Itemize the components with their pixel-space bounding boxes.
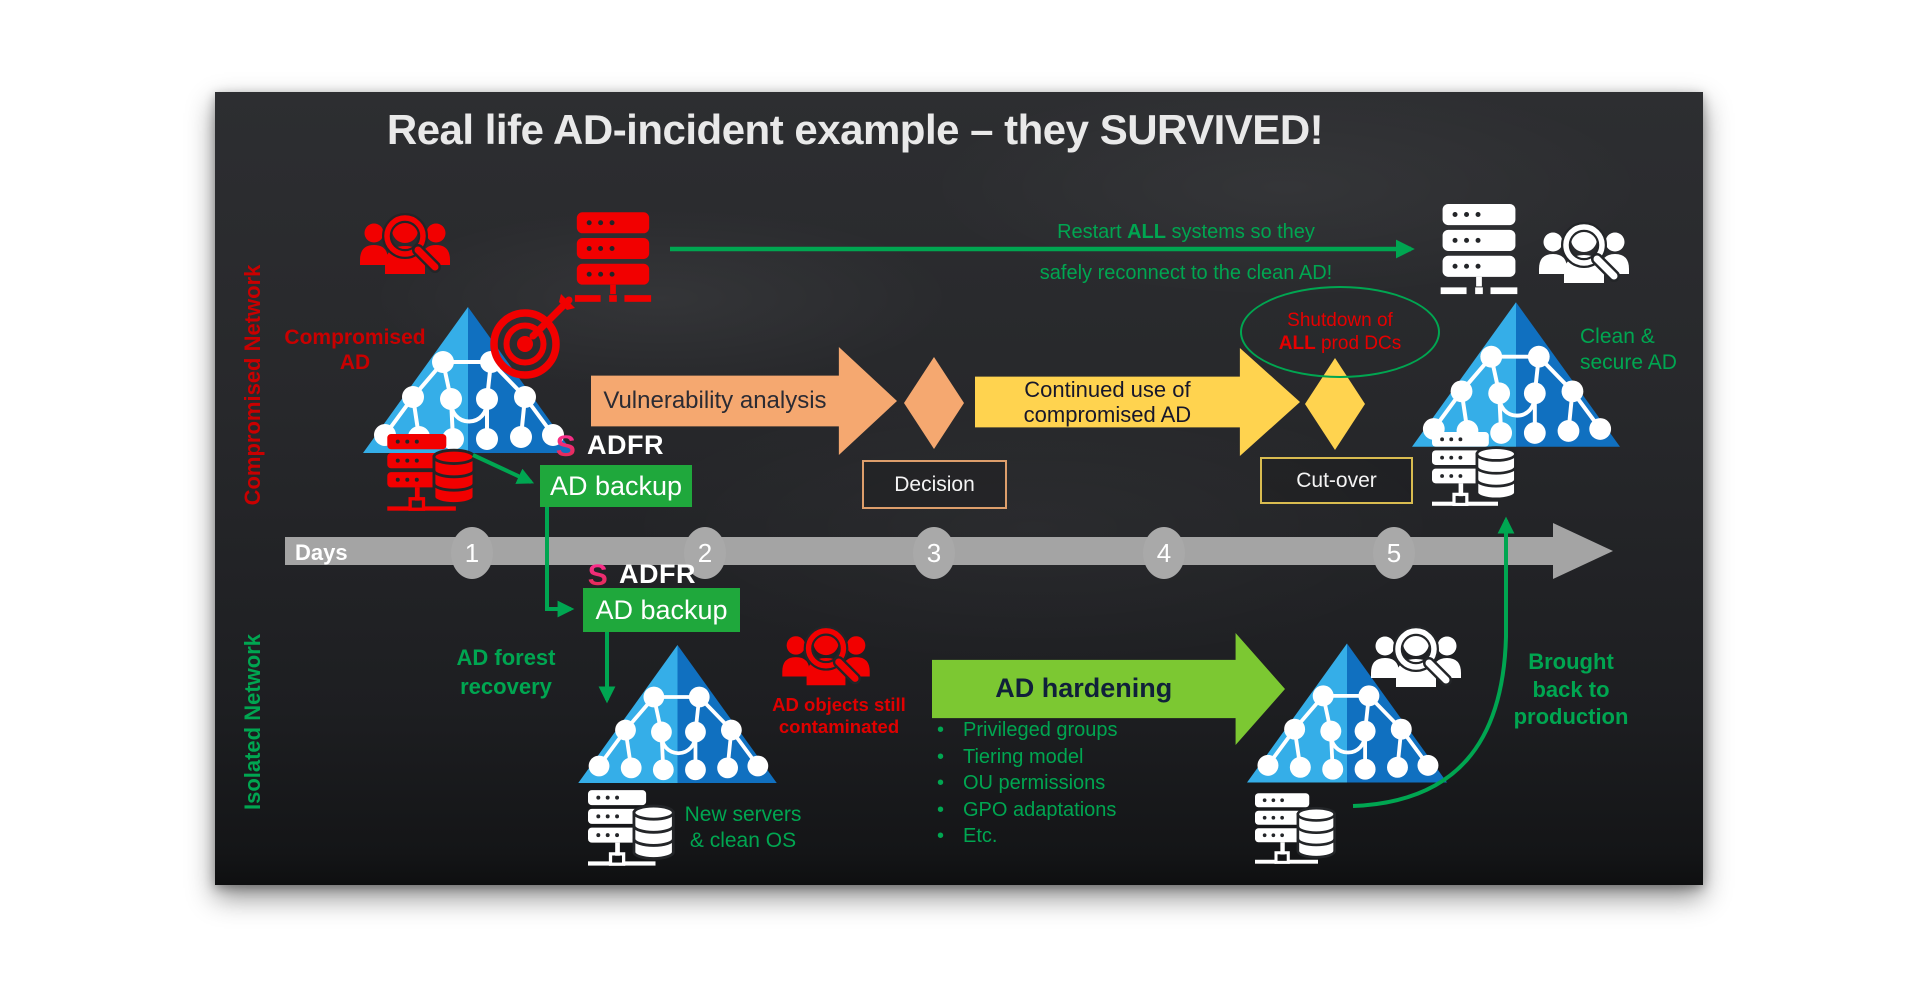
compromised-ad-label: Compromised AD [284,326,426,374]
admin-users-icon [1365,626,1467,696]
clean-secure-ad-label: Clean & secure AD [1580,325,1677,375]
decision-box: Decision [862,460,1007,509]
timeline-day-1: 1 [451,527,493,579]
clean-server-db-icon [1432,432,1520,509]
continued-use-arrow: Continued use of compromised AD [975,348,1300,456]
decision-diamond [904,357,964,449]
compromised-users-icon [355,213,455,283]
isolated-network-label: Isolated Network [240,633,265,811]
contaminated-label: AD objects still contaminated [772,694,906,737]
hardening-bullet-list: • Privileged groups • Tiering model • OU… [937,717,1207,850]
ad-backup-box-1: AD backup [540,465,692,507]
compromised-network-label: Compromised Network [240,264,265,506]
adfr-product-label: ADFR [587,430,664,460]
slide-title: Real life AD-incident example – they SUR… [386,106,1324,153]
list-item: • Privileged groups [937,719,1118,741]
adfr-product-label: ADFR [619,559,696,589]
compromised-server-db-icon [387,434,479,514]
ad-hardening-label: AD hardening [995,673,1173,704]
list-item: • OU permissions [937,772,1106,794]
compromised-server-icon [573,212,653,304]
timeline-day-5: 5 [1373,527,1415,579]
list-item: • Tiering model [937,745,1084,768]
attack-target-icon [485,292,577,384]
semperis-logo-icon [553,431,579,461]
continued-use-label: Continued use of compromised AD [1023,376,1192,427]
timeline-day-4: 4 [1143,527,1185,579]
clean-server-icon [1437,204,1521,296]
ad-forest-recovery-label: AD forest recovery [456,645,556,699]
restart-note-line1: Restart ALL systems so they [1057,221,1315,243]
list-item: • GPO adaptations [937,798,1117,821]
restart-note-line2: safely reconnect to the clean AD! [1039,262,1333,284]
ad-backup-box-2: AD backup [583,588,740,632]
adfr-row-1: ADFR [553,430,664,461]
cutover-box: Cut-over [1260,457,1413,504]
new-servers-label: New servers & clean OS [684,803,802,853]
adfr-row-2: ADFR [585,559,696,590]
timeline-day-2: 2 [684,527,726,579]
list-item: • Etc. [937,825,998,847]
vulnerability-analysis-label: Vulnerability analysis [603,387,827,415]
isolated-server-db-icon [1255,793,1339,867]
brought-back-label: Brought back to production [1513,649,1629,729]
timeline-arrowhead [1553,523,1613,579]
contaminated-users-icon [775,626,877,694]
clean-users-icon [1533,222,1635,292]
timeline-day-3: 3 [913,527,955,579]
backup-arrow-1 [472,453,535,484]
presentation-slide: Real life AD-incident example – they SUR… [215,92,1703,885]
semperis-logo-icon [585,560,611,590]
timeline-days-label: Days [295,540,348,565]
shutdown-callout: Shutdown of ALL prod DCs [1240,286,1440,378]
